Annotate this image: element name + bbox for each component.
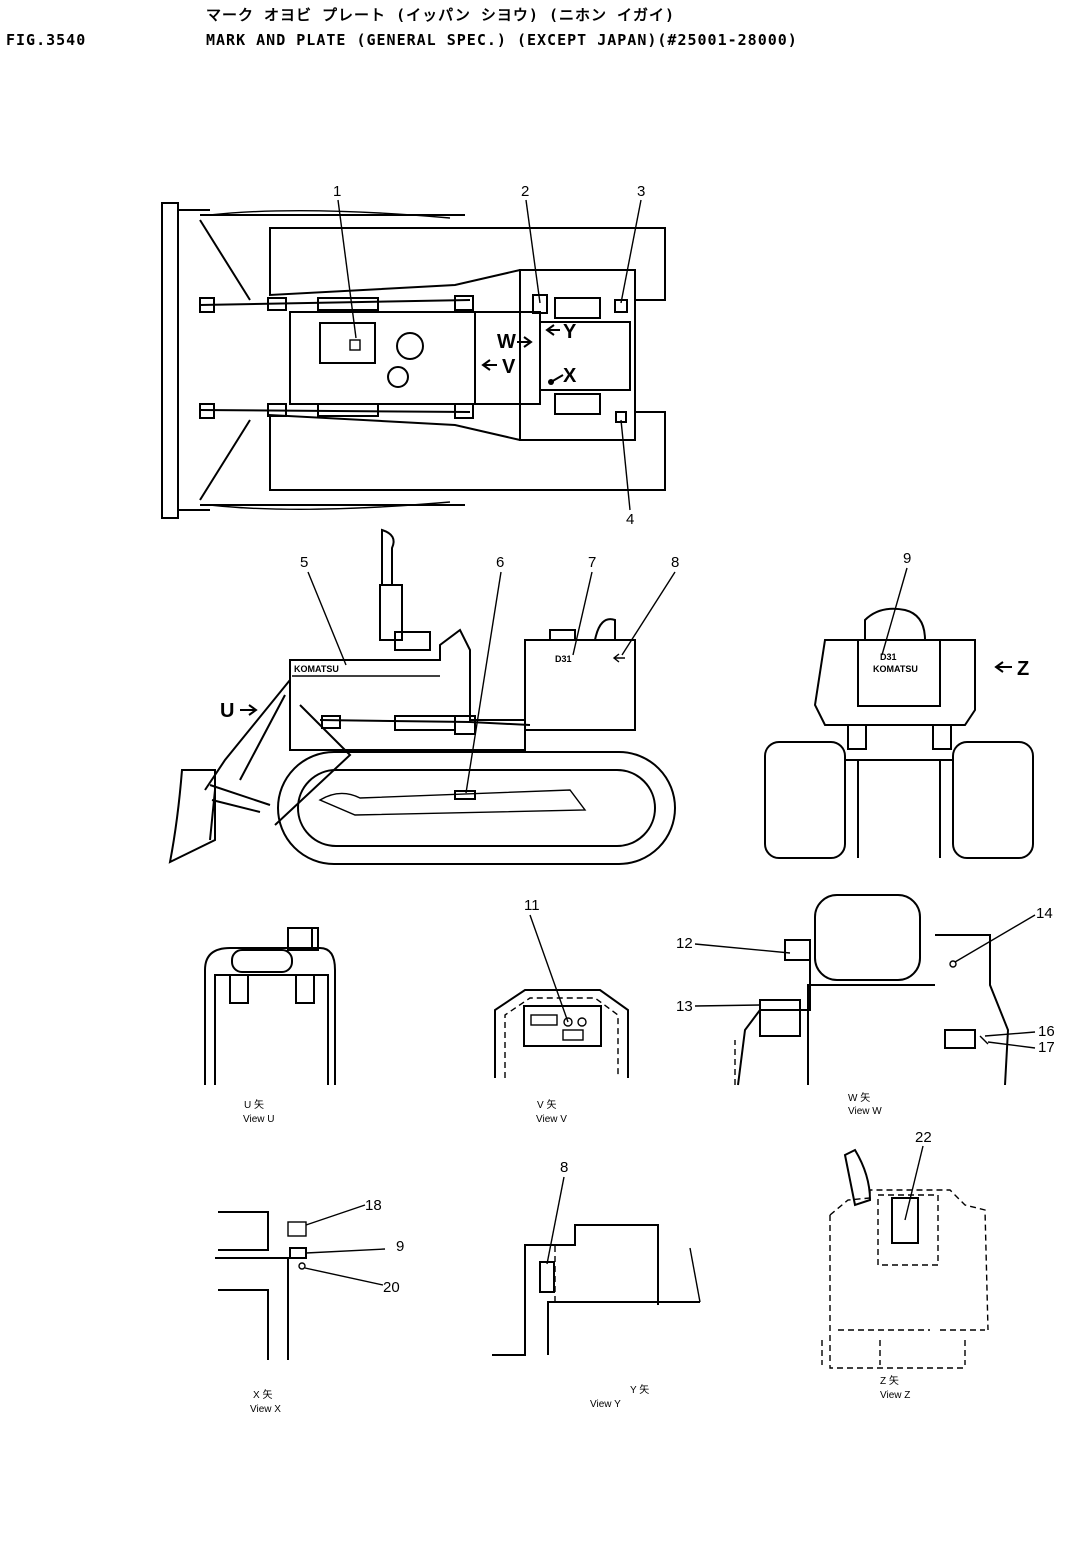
- view-w-seat: [814, 894, 921, 981]
- side-model-text: D31: [555, 654, 572, 664]
- callout-6: 6: [496, 554, 504, 571]
- callout-20: 20: [383, 1279, 400, 1296]
- view-v: 11 V 矢 View V: [494, 897, 629, 1125]
- label-position-8: [539, 1261, 555, 1293]
- view-w: 12 13 14 16 17 W 矢 View W: [676, 894, 1055, 1117]
- exhaust-pipe: [381, 528, 395, 586]
- rear-brand-text: KOMATSU: [873, 664, 918, 674]
- rear-body: [813, 639, 976, 726]
- rear-seat: [864, 607, 926, 641]
- arrow-y-label: Y: [563, 321, 577, 343]
- top-track-lower: [269, 411, 666, 491]
- callout-9: 9: [903, 550, 911, 567]
- callout-11: 11: [524, 897, 540, 914]
- callout-13: 13: [676, 998, 693, 1015]
- view-y: 8 Y 矢 View Y: [492, 1159, 701, 1410]
- callout-16: 16: [1038, 1023, 1055, 1040]
- arrow-z-label: Z: [1017, 658, 1029, 680]
- view-y-caption-jp: Y 矢: [630, 1383, 649, 1396]
- view-x-caption: View X: [250, 1404, 281, 1415]
- view-z-caption-jp: Z 矢: [880, 1374, 899, 1387]
- rear-track-right: [952, 741, 1034, 859]
- view-z-caption: View Z: [880, 1390, 910, 1401]
- callout-14: 14: [1036, 905, 1053, 922]
- callout-18: 18: [365, 1197, 382, 1214]
- callout-17: 17: [1038, 1039, 1055, 1056]
- side-hood: [289, 628, 526, 751]
- callout-7: 7: [588, 554, 596, 571]
- view-w-caption: View W: [848, 1106, 882, 1117]
- callout-8: 8: [671, 554, 679, 571]
- callout-4: 4: [626, 511, 634, 528]
- callout-3: 3: [637, 183, 645, 200]
- side-track: [277, 751, 676, 865]
- japanese-title: マーク オヨビ プレート (イッパン シヨウ) (ニホン イガイ): [206, 6, 676, 24]
- callout-9-view-x: 9: [396, 1238, 404, 1255]
- side-brand-text: KOMATSU: [294, 664, 339, 674]
- callout-8-view-y: 8: [560, 1159, 568, 1176]
- view-u: U 矢 View U: [204, 927, 336, 1125]
- side-cab: [524, 639, 636, 731]
- rear-view: D31 KOMATSU Z 9: [764, 550, 1034, 859]
- label-position-1: [319, 322, 376, 364]
- top-blade: [161, 202, 179, 519]
- view-v-caption: View V: [536, 1114, 567, 1125]
- side-view: KOMATSU D31 U 5: [168, 528, 679, 865]
- top-view: W V Y X 1 2 3 4: [161, 183, 666, 528]
- arrow-w-label: W: [497, 331, 516, 353]
- view-u-caption: View U: [243, 1114, 275, 1125]
- top-track-upper: [269, 227, 666, 301]
- figure-title: MARK AND PLATE (GENERAL SPEC.) (EXCEPT J…: [206, 31, 798, 49]
- top-cab: [519, 269, 636, 441]
- callout-12: 12: [676, 935, 693, 952]
- view-y-caption: View Y: [590, 1399, 621, 1410]
- arrow-x-label: X: [563, 365, 577, 387]
- side-blade: [168, 769, 216, 864]
- arrow-u-label: U: [220, 700, 234, 722]
- callout-22: 22: [915, 1129, 932, 1146]
- view-u-caption-jp: U 矢: [244, 1098, 264, 1111]
- arrow-v-label: V: [502, 356, 516, 378]
- rear-model-text: D31: [880, 652, 897, 662]
- view-x: 18 9 20 X 矢 View X: [215, 1197, 404, 1415]
- top-hood: [289, 311, 476, 405]
- view-v-caption-jp: V 矢: [537, 1098, 556, 1111]
- callout-2: 2: [521, 183, 529, 200]
- label-position-13: [759, 999, 801, 1037]
- rear-track-left: [764, 741, 846, 859]
- view-w-caption-jp: W 矢: [848, 1091, 870, 1104]
- view-z: 22 Z 矢 View Z: [821, 1129, 989, 1401]
- view-x-caption-jp: X 矢: [253, 1388, 272, 1401]
- callout-5: 5: [300, 554, 308, 571]
- label-position-6: [454, 790, 476, 800]
- label-position-22: [891, 1197, 919, 1244]
- figure-label: FIG.3540: [6, 31, 87, 49]
- callout-1: 1: [333, 183, 341, 200]
